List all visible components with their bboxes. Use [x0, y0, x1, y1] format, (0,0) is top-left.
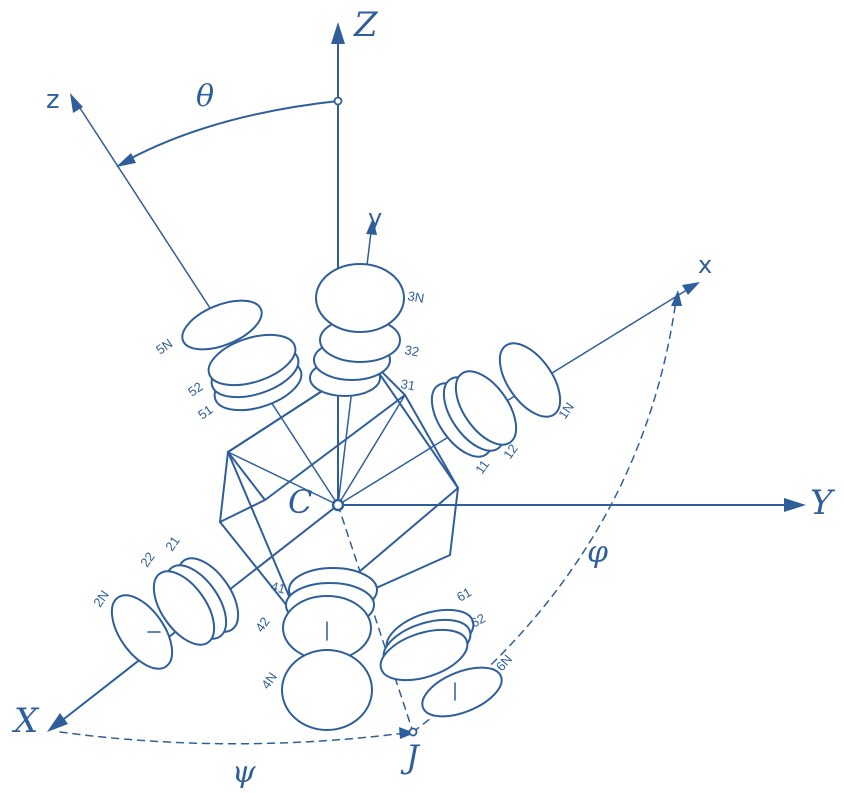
label-w11: 11	[472, 457, 492, 477]
theta-arc	[123, 100, 339, 163]
label-w51: 51	[195, 402, 215, 423]
label-body-x: x	[698, 251, 712, 279]
phi-arc	[412, 299, 677, 733]
label-w52: 52	[185, 379, 205, 400]
label-w21: 21	[162, 533, 183, 553]
global-z-axis	[331, 22, 345, 506]
label-w3N: 3N	[406, 288, 425, 306]
label-w61: 61	[454, 584, 474, 604]
label-global-y: Y	[810, 483, 836, 523]
label-w12: 12	[500, 441, 521, 461]
label-center: C	[288, 483, 312, 521]
label-w41: 41	[269, 578, 287, 596]
wheel-group-2	[110, 557, 240, 670]
wheel-group-4	[281, 567, 378, 731]
label-w4N: 4N	[258, 669, 280, 691]
wheel-group-6	[379, 608, 503, 718]
label-global-z: Z	[353, 5, 379, 45]
label-w62: 62	[468, 610, 488, 630]
label-w22: 22	[137, 549, 158, 569]
wheel-group-5	[181, 299, 303, 412]
label-body-z: z	[46, 85, 60, 115]
label-psi: ψ	[232, 755, 256, 790]
label-w32: 32	[403, 342, 420, 359]
projection-line-cj	[337, 504, 414, 733]
label-j: J	[400, 738, 421, 776]
label-w5N: 5N	[153, 336, 175, 358]
label-body-y: y	[368, 204, 382, 232]
label-global-x: X	[11, 701, 40, 741]
wheel-group-1	[430, 342, 562, 458]
body-z-axis	[70, 93, 339, 506]
label-w31: 31	[399, 376, 416, 393]
center-point	[331, 498, 345, 512]
theta-pivot	[333, 96, 343, 106]
label-w2N: 2N	[90, 587, 112, 609]
label-theta: θ	[196, 79, 214, 114]
label-w42: 42	[252, 614, 273, 634]
psi-arc	[59, 731, 406, 745]
global-y-axis	[337, 498, 806, 512]
label-phi: φ	[587, 535, 608, 570]
point-j	[408, 727, 418, 737]
wheel-group-3	[309, 263, 405, 397]
